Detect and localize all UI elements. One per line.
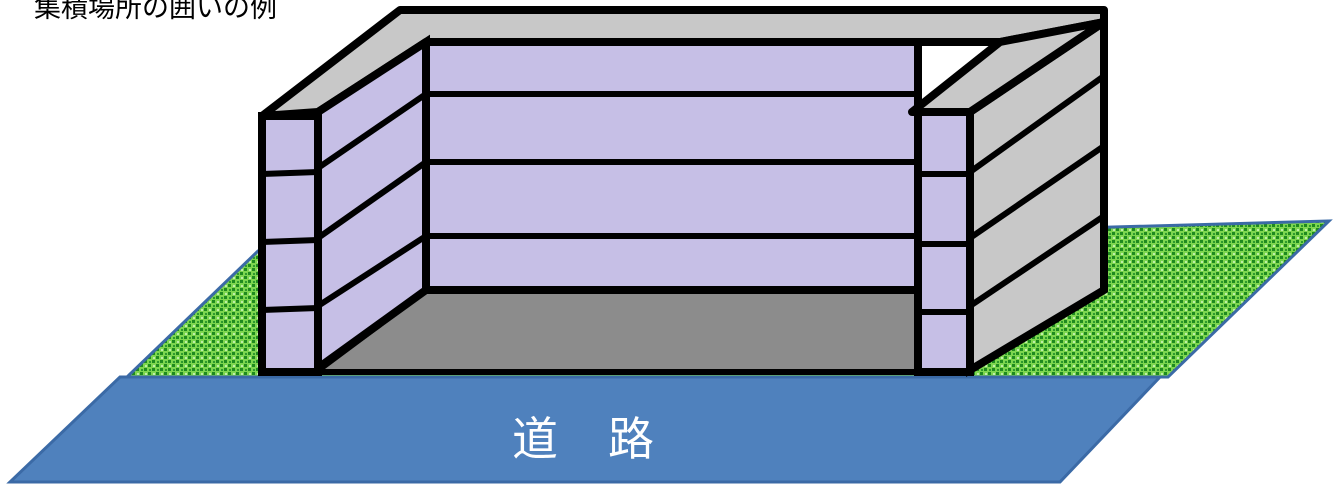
left-pillar-line (261, 305, 319, 313)
left-inner-wall-line (316, 91, 428, 171)
road (6, 375, 1164, 484)
left-inner-wall-line (316, 233, 428, 309)
left-inner-wall-line (316, 159, 428, 241)
left-pillar-line (261, 169, 319, 177)
right-outer-wall-line (968, 143, 1106, 241)
caption-title: 集積場所の囲いの例 (34, 0, 277, 24)
road-label: 道 路 (512, 412, 656, 466)
right-outer-wall-line (968, 213, 1106, 309)
right-outer-wall-line (968, 73, 1106, 175)
back-wall-face (422, 38, 922, 294)
left-pillar-line (261, 237, 319, 245)
